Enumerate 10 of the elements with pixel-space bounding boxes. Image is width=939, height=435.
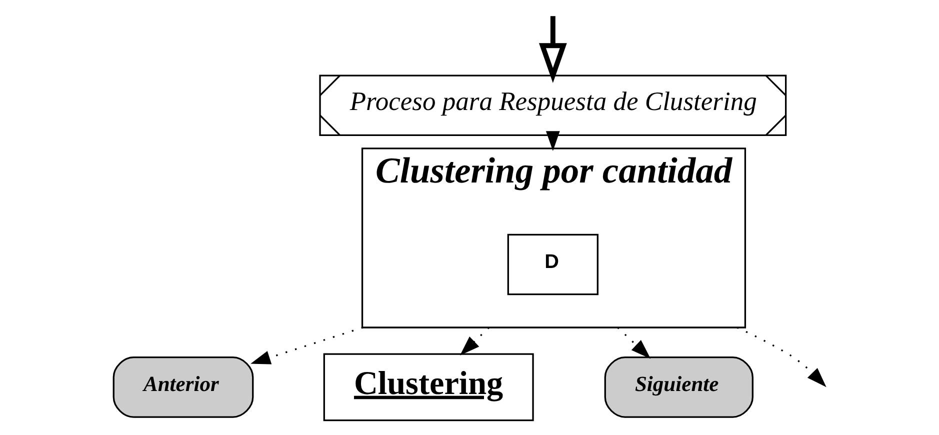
arrow <box>546 131 560 151</box>
arrow <box>250 326 364 364</box>
node-box: Clustering <box>323 353 534 422</box>
arrow <box>538 16 567 84</box>
arrow <box>460 326 490 356</box>
arrow <box>617 326 651 359</box>
arrow <box>736 326 826 388</box>
node-box: Anterior <box>112 356 254 418</box>
node-box: D <box>507 234 598 296</box>
node-box: Siguiente <box>604 356 754 418</box>
